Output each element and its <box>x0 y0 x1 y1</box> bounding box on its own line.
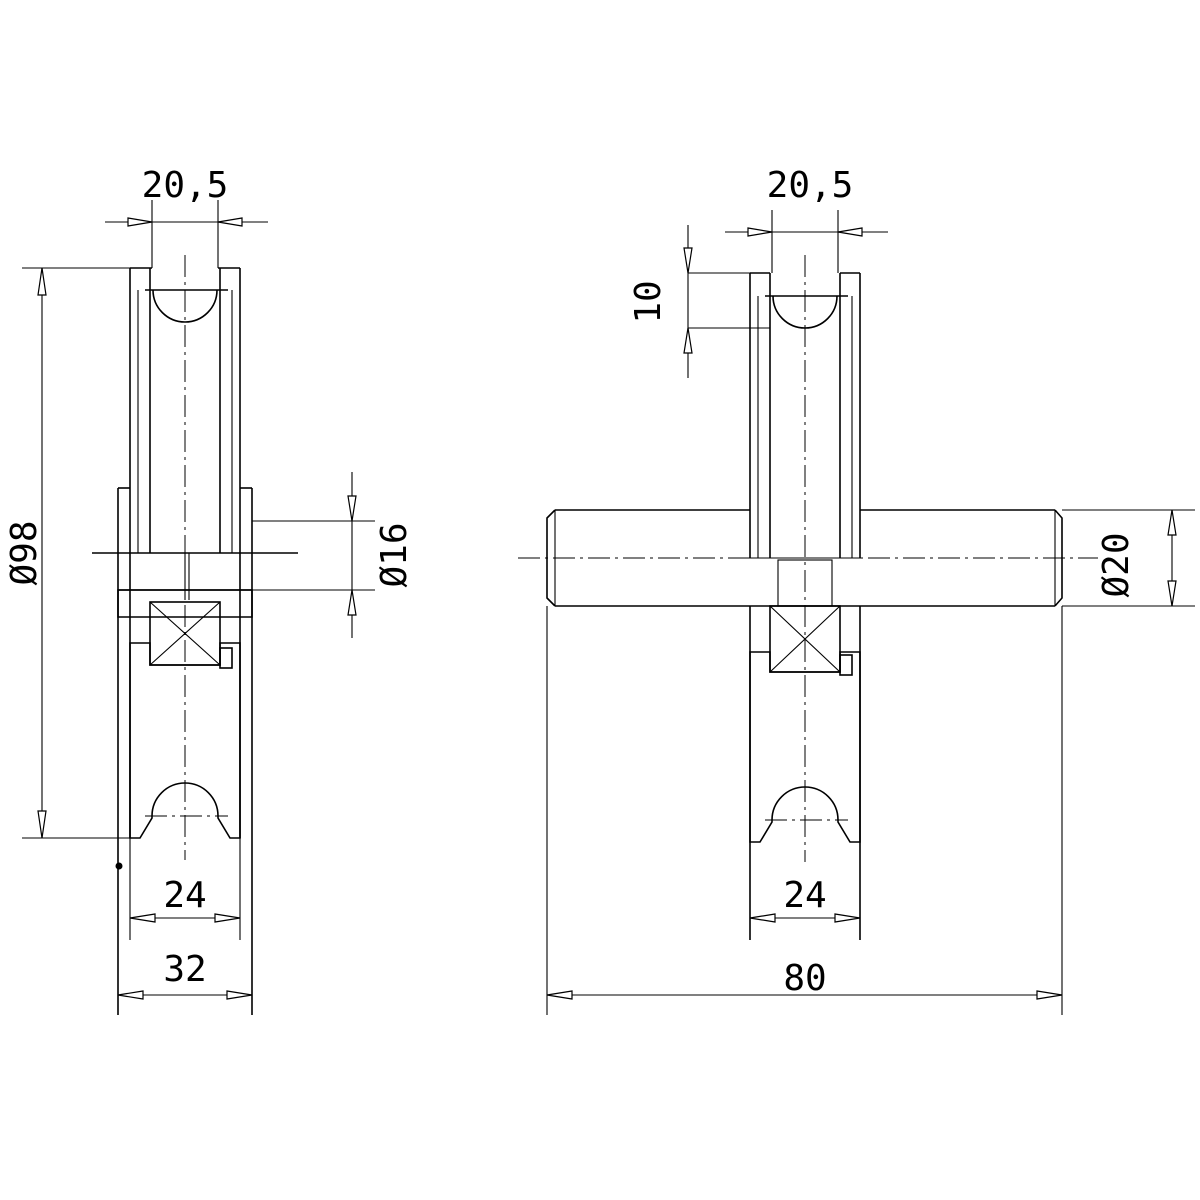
left-dim-bore-diameter: Ø16 <box>252 472 415 638</box>
left-dim-hub-width: 32 <box>117 949 253 1000</box>
left-hub <box>92 487 298 1015</box>
left-bore-diameter-label: Ø16 <box>374 522 415 587</box>
left-bearing <box>149 601 233 669</box>
left-dim-wheel-width: 24 <box>129 838 241 940</box>
right-dim-axle-diameter: Ø20 <box>1062 509 1195 607</box>
left-outer-diameter-label: Ø98 <box>4 520 45 585</box>
left-dim-groove-width: 20,5 <box>105 165 268 268</box>
left-wheel-section <box>129 642 241 839</box>
left-dim-outer-diameter: Ø98 <box>4 267 130 839</box>
reference-dot <box>115 862 123 870</box>
right-dim-groove-depth: 10 <box>628 225 770 378</box>
right-wheel-section <box>749 651 861 843</box>
right-dim-groove-width: 20,5 <box>725 165 888 273</box>
right-bearing <box>769 605 853 676</box>
left-wheel-width-label: 24 <box>163 875 206 916</box>
right-dim-wheel-width: 24 <box>749 875 861 923</box>
right-view: 20,5 10 Ø20 24 <box>518 165 1195 1015</box>
right-wheel-outline <box>749 272 861 559</box>
right-groove-width-label: 20,5 <box>767 165 854 206</box>
left-groove-width-label: 20,5 <box>142 165 229 206</box>
right-wheel-width-label: 24 <box>783 875 826 916</box>
right-axle-length-label: 80 <box>783 958 826 999</box>
right-axle-diameter-label: Ø20 <box>1096 532 1137 597</box>
left-bore-section <box>117 589 253 618</box>
right-dim-axle-length: 80 <box>546 606 1063 1015</box>
left-hub-width-label: 32 <box>163 949 206 990</box>
left-view: 20,5 Ø98 Ø16 24 <box>4 165 415 1015</box>
right-groove-depth-label: 10 <box>628 280 669 323</box>
